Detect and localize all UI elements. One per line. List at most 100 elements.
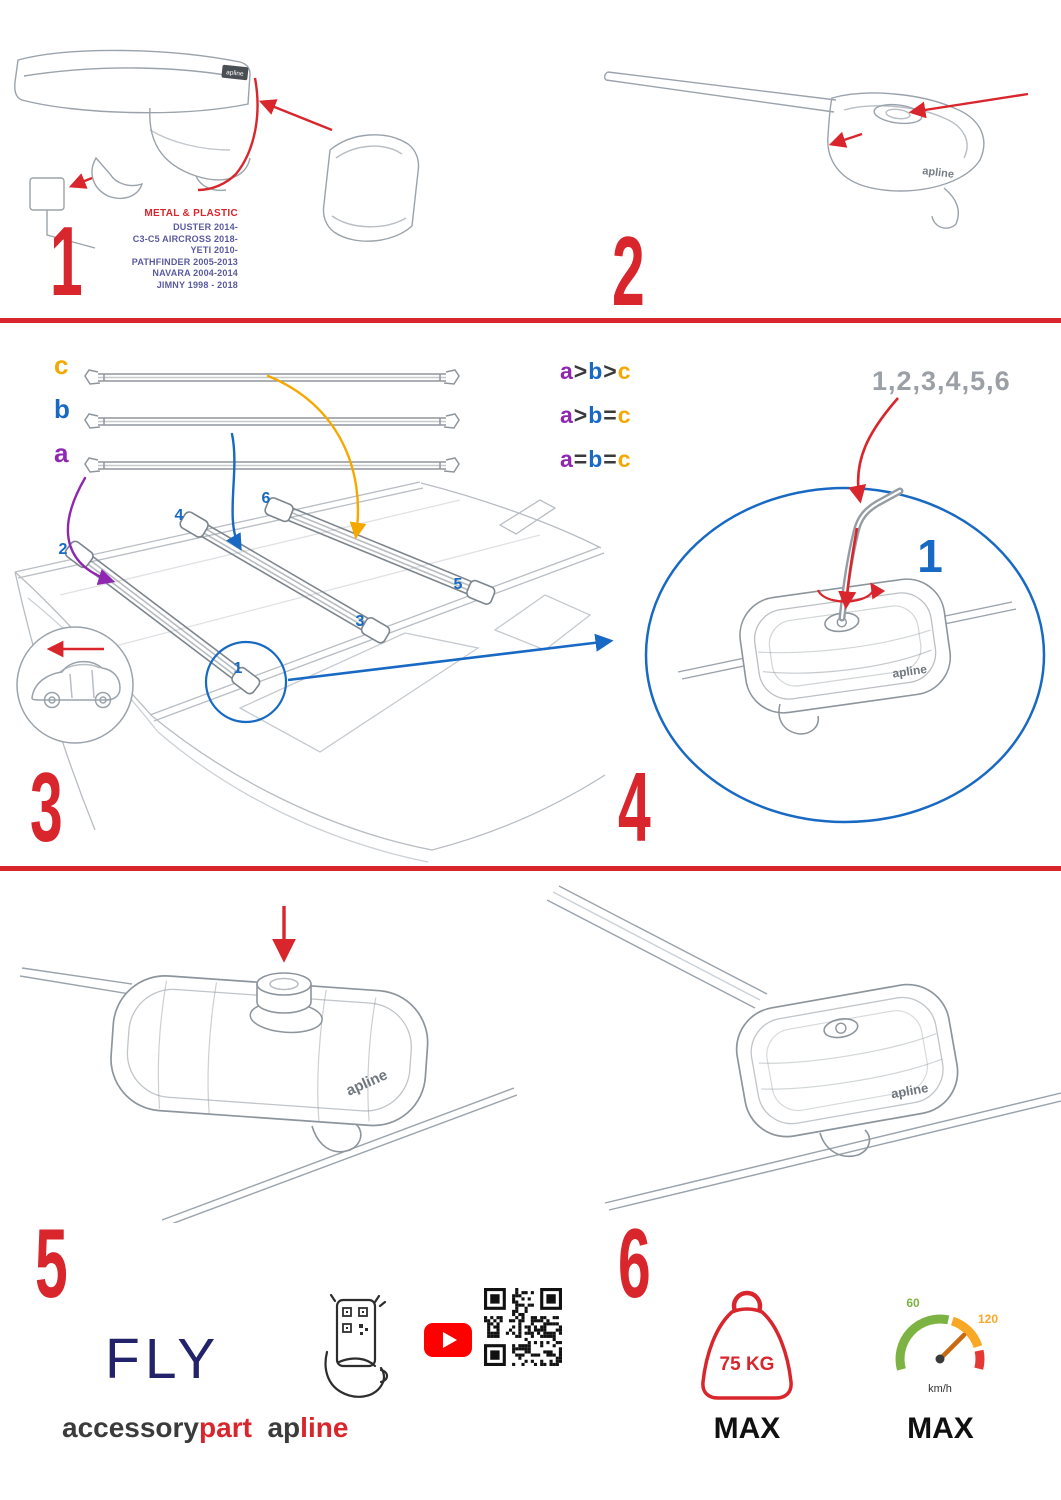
apline-logo-text: apline	[891, 662, 928, 681]
youtube-icon	[424, 1323, 472, 1357]
speed-arc-green	[895, 1314, 950, 1371]
cmp-token: b	[588, 358, 604, 384]
cmp-token: >	[573, 358, 589, 384]
guide-arrow-c	[266, 374, 367, 540]
arrow-to-detail	[287, 633, 614, 682]
qr-code	[484, 1288, 562, 1366]
scan-qr-phone-icon	[324, 1293, 389, 1398]
bar-position-5: 5	[454, 576, 463, 593]
bar-position-2: 2	[59, 541, 68, 558]
apline-logo-text: apline	[922, 165, 955, 181]
speed-max-label: MAX	[907, 1412, 974, 1445]
cmp-token: c	[617, 446, 632, 472]
cmp-token: =	[603, 446, 618, 472]
arrow-hook	[68, 173, 93, 189]
bar-label-c: c	[54, 350, 69, 380]
comparison-row-2: a>b=c	[560, 402, 632, 429]
vehicle-item: NAVARA 2004-2014	[152, 268, 238, 278]
bar-position-1: 1	[234, 660, 243, 677]
step4-detail-illustration: apline 1	[644, 397, 1046, 824]
cmp-token: a	[560, 402, 574, 428]
brand-part: part	[199, 1412, 252, 1443]
bar-label-a: a	[54, 438, 69, 468]
step-number-4: 4	[618, 752, 651, 862]
arrow-into-slot	[908, 92, 1029, 119]
arrow-contour	[197, 77, 259, 192]
bar-label-b: b	[54, 394, 70, 424]
product-name: FLY	[105, 1327, 221, 1391]
vehicle-item: C3-C5 AIRCROSS 2018-	[132, 233, 238, 244]
bar-position-6: 6	[262, 490, 271, 507]
apline-logo-text: apline	[890, 1080, 930, 1101]
apline-logo-badge: apline	[221, 64, 249, 81]
brand-line: line	[300, 1412, 349, 1443]
cmp-token: c	[617, 358, 632, 384]
play-icon	[443, 1332, 457, 1348]
step1-illustration: apline	[14, 49, 420, 249]
cmp-token: b	[588, 402, 604, 428]
cmp-token: a	[560, 358, 574, 384]
step3-roof-illustration: 2 4 6 3 5 1	[14, 374, 614, 863]
step-number-1: 1	[50, 206, 83, 316]
weight-value: 75 KG	[720, 1354, 775, 1375]
speed-low-label: 60	[906, 1296, 920, 1310]
vehicle-item: JIMNY 1998 - 2018	[156, 279, 238, 290]
cross-bar-c	[84, 369, 460, 385]
car-inset	[16, 626, 134, 744]
section-divider-top	[0, 318, 1061, 323]
arrow-tool-down	[838, 527, 859, 610]
step-number-5: 5	[35, 1208, 68, 1318]
vehicle-item: DUSTER 2014-	[173, 222, 238, 232]
speed-arc-orange	[950, 1316, 983, 1349]
brand-wordmark: accessorypart apline	[62, 1412, 348, 1444]
step-number-2: 2	[612, 216, 645, 326]
foot-assembly: apline	[110, 974, 429, 1127]
comparison-row-1: a>b>c	[560, 358, 632, 385]
cmp-token: =	[573, 446, 589, 472]
detail-circle	[644, 486, 1046, 824]
step5-illustration: apline	[19, 906, 517, 1223]
speed-arc-red	[974, 1349, 985, 1370]
foot-assembly: apline	[735, 983, 959, 1138]
apline-logo-text: apline	[226, 69, 244, 78]
cross-bar-a	[84, 457, 460, 473]
brand-accessory: accessory	[62, 1412, 200, 1443]
speed-unit-label: km/h	[928, 1383, 952, 1395]
arrow-rotate	[816, 582, 886, 603]
guide-arrow-b	[226, 432, 242, 551]
cmp-token: >	[603, 358, 618, 384]
brand-ap: ap	[267, 1412, 301, 1443]
cmp-token: =	[603, 402, 618, 428]
bar-position-3: 3	[356, 613, 365, 630]
car-roof-outline	[14, 481, 606, 863]
vehicle-item: YETI 2010-	[190, 245, 238, 255]
cmp-token: >	[573, 402, 589, 428]
step1-callout: METAL & PLASTIC DUSTER 2014- C3-C5 AIRCR…	[96, 208, 238, 291]
max-weight-icon: 75 KG	[701, 1290, 793, 1400]
bar-position-4: 4	[175, 507, 184, 524]
selected-position-number: 1	[917, 530, 943, 582]
comparison-row-3: a=b=c	[560, 446, 632, 473]
speed-needle	[937, 1332, 967, 1362]
cmp-token: a	[560, 446, 574, 472]
locking-knob	[256, 972, 312, 1014]
arrow-sequence-to-tool	[848, 397, 899, 504]
speed-high-label: 120	[978, 1312, 998, 1326]
max-speed-icon: 60 120 km/h	[895, 1296, 998, 1395]
arrow-cover-to-bar	[258, 99, 333, 132]
tightening-sequence: 1,2,3,4,5,6	[872, 366, 1011, 396]
vehicle-item: PATHFINDER 2005-2013	[131, 256, 238, 267]
cross-bar-b	[84, 413, 460, 429]
material-label: METAL & PLASTIC	[144, 208, 238, 219]
arrow-bar-end	[828, 131, 863, 148]
guide-arrow-a	[66, 476, 116, 586]
step-number-6: 6	[618, 1208, 651, 1318]
weight-max-label: MAX	[713, 1412, 781, 1445]
weight-body	[701, 1307, 793, 1400]
cmp-token: c	[617, 402, 632, 428]
cmp-token: b	[588, 446, 604, 472]
section-divider-bottom	[0, 866, 1061, 871]
position-1-highlight-circle	[204, 640, 288, 724]
step-number-3: 3	[30, 752, 63, 862]
